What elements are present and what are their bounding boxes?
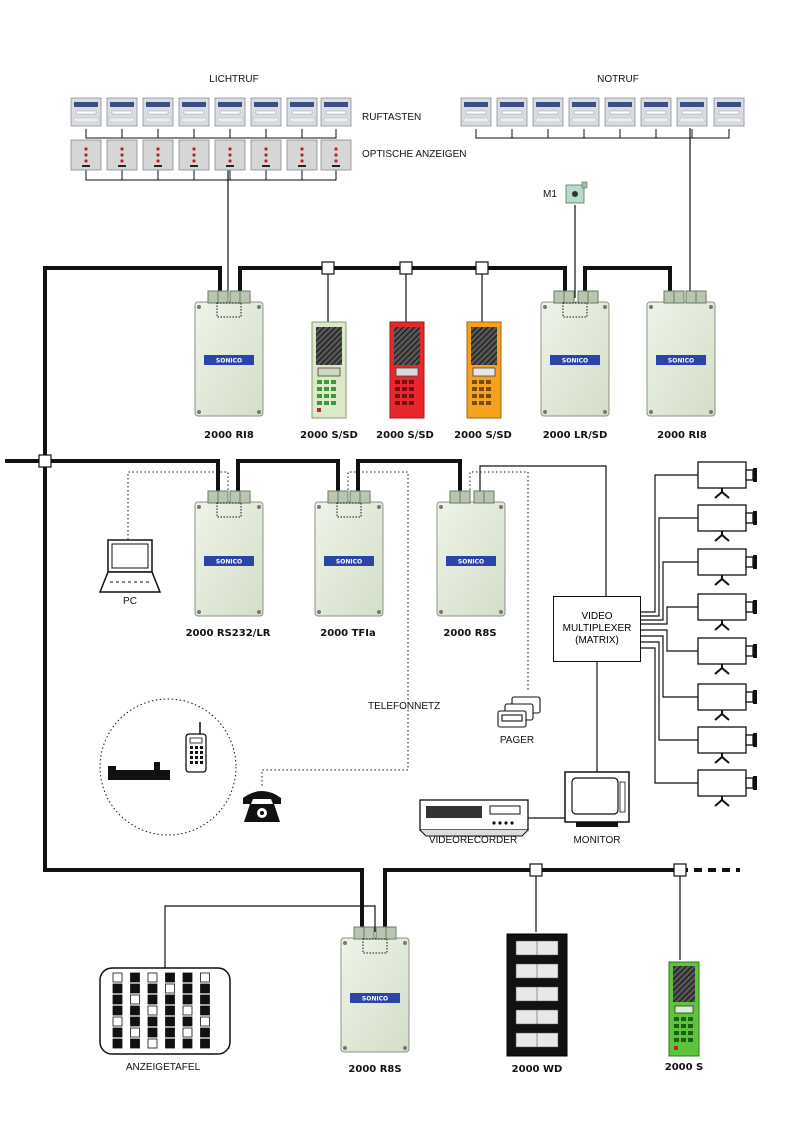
m1-label: M1	[543, 189, 557, 200]
unit-label-wd: 2000 WD	[511, 1064, 563, 1075]
handset-ssd-1	[311, 321, 347, 419]
lichtruf-call-buttons	[70, 97, 352, 127]
svg-text:SONICO: SONICO	[216, 559, 242, 566]
handset-ssd-3	[466, 321, 502, 419]
unit-box-tfia: SONICO	[314, 490, 384, 617]
notruf-label: NOTRUF	[597, 74, 639, 85]
unit-box-r8s-bottom: SONICO	[340, 926, 410, 1053]
telephone-icon	[243, 791, 281, 822]
m1-sensor-icon	[565, 181, 588, 204]
unit-label-r8s-bottom: 2000 R8S	[348, 1064, 402, 1075]
svg-text:SONICO: SONICO	[362, 996, 388, 1003]
lichtruf-label: LICHTRUF	[209, 74, 259, 85]
mux-line-2: MULTIPLEXER	[562, 623, 632, 634]
pc-icon	[98, 539, 162, 593]
unit-box-rs232: SONICO	[194, 490, 264, 617]
panel-wd	[506, 933, 568, 1057]
mux-line-1: VIDEO	[581, 611, 613, 622]
svg-text:SONICO: SONICO	[336, 559, 362, 566]
unit-label-s: 2000 S	[664, 1062, 704, 1073]
unit-label-lrsd: 2000 LR/SD	[542, 430, 608, 441]
unit-box-r8s-mid: SONICO	[436, 490, 506, 617]
pager-label: PAGER	[499, 735, 535, 746]
mux-line-3: (MATRIX)	[575, 635, 619, 646]
svg-text:SONICO: SONICO	[216, 358, 242, 365]
unit-box-ri8-right: SONICO	[646, 290, 716, 417]
svg-text:SONICO: SONICO	[562, 358, 588, 365]
pc-label: PC	[123, 596, 137, 607]
optical-indicators	[70, 139, 352, 171]
unit-label-tfia: 2000 TFIa	[320, 628, 376, 639]
monitor-label: MONITOR	[573, 835, 621, 846]
svg-text:SONICO: SONICO	[668, 358, 694, 365]
unit-label-ri8-left: 2000 RI8	[204, 430, 254, 441]
unit-label-r8s-mid: 2000 R8S	[443, 628, 497, 639]
unit-label-ssd-3: 2000 S/SD	[454, 430, 512, 441]
pager-icon	[497, 696, 541, 728]
optische-anzeigen-label: OPTISCHE ANZEIGEN	[362, 149, 467, 160]
anzeigetafel-label: ANZEIGETAFEL	[125, 1062, 201, 1073]
camera-icons	[697, 461, 758, 807]
ruftasten-label: RUFTASTEN	[362, 112, 422, 123]
unit-box-ri8-left: SONICO	[194, 290, 264, 417]
unit-label-ri8-right: 2000 RI8	[657, 430, 707, 441]
bus-lines	[5, 128, 740, 968]
bus-junctions	[38, 261, 687, 877]
unit-box-lrsd: SONICO	[540, 290, 610, 417]
handset-ssd-2	[389, 321, 425, 419]
cordless-phone-icon	[108, 722, 207, 780]
anzeigetafel-board	[99, 967, 231, 1055]
telefonnetz-label: TELEFONNETZ	[368, 701, 441, 712]
videorecorder-label: VIDEORECORDER	[428, 835, 518, 846]
unit-label-ssd-1: 2000 S/SD	[300, 430, 358, 441]
notruf-call-buttons	[460, 97, 745, 127]
svg-text:SONICO: SONICO	[458, 559, 484, 566]
handset-s	[668, 961, 700, 1057]
unit-label-rs232: 2000 RS232/LR	[185, 628, 271, 639]
monitor-icon	[564, 771, 630, 827]
unit-label-ssd-2: 2000 S/SD	[376, 430, 434, 441]
videorecorder-icon	[419, 799, 529, 837]
video-multiplexer-box: VIDEO MULTIPLEXER (MATRIX)	[553, 596, 641, 662]
